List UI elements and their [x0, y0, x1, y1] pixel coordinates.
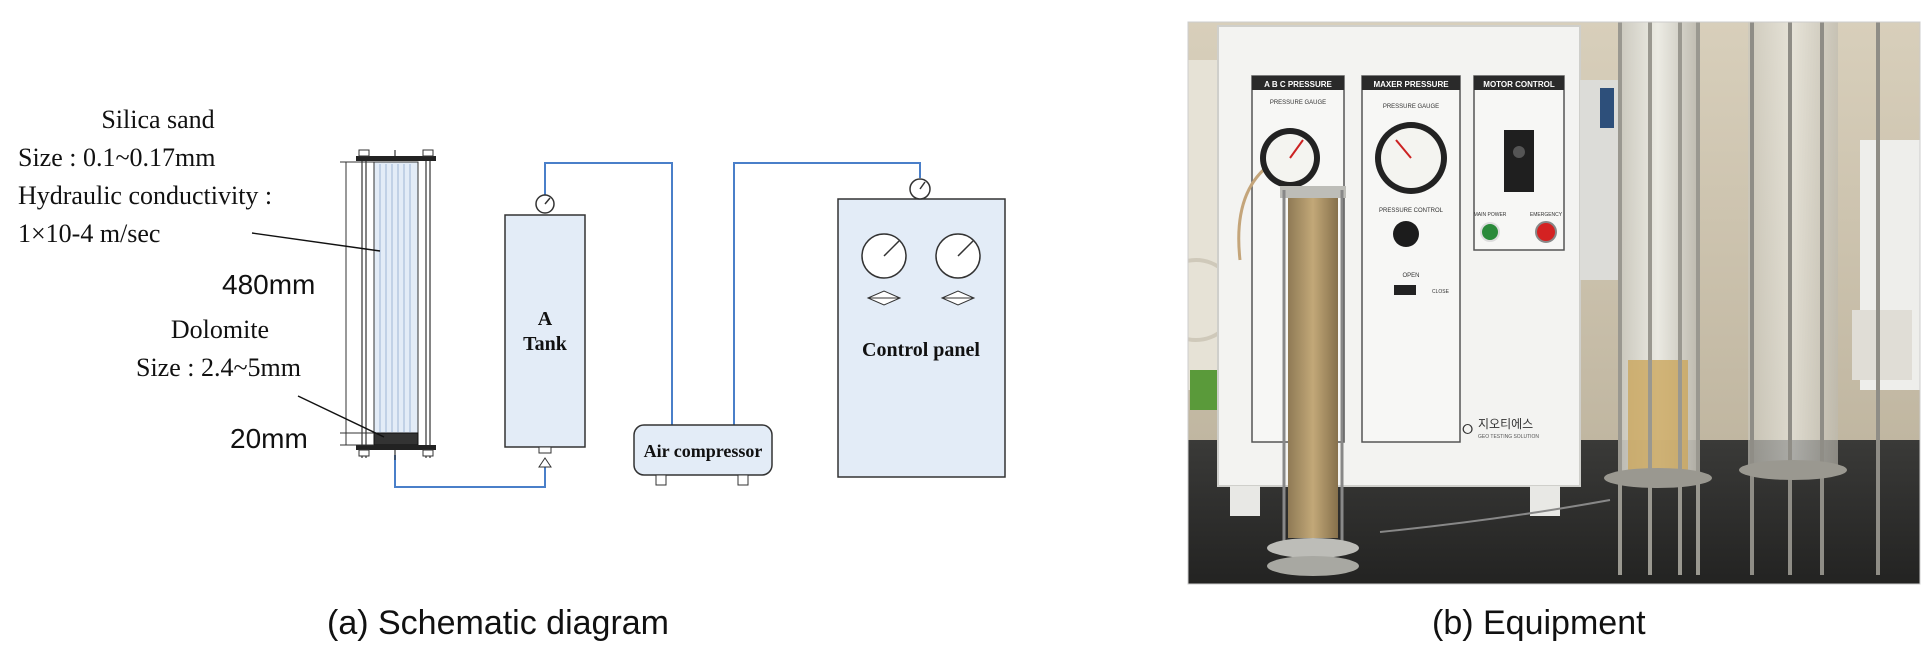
sand-column-2 — [1748, 22, 1838, 472]
pipe-tank-to-compressor — [544, 162, 673, 425]
pipe-column-to-tank — [394, 455, 546, 488]
pressure-control-knob — [1393, 221, 1419, 247]
control-panel: Control panel — [837, 178, 1006, 478]
close-caption: CLOSE — [1432, 289, 1450, 295]
dolomite-label: Dolomite — [171, 315, 269, 344]
tank-valve-icon — [538, 457, 552, 468]
silica-size-label: Size : 0.1~0.17mm — [18, 143, 216, 172]
brand-logo-icon: ⭘ — [1462, 421, 1473, 437]
panel-valve-right-icon — [940, 290, 976, 306]
main-power-lamp — [1480, 222, 1500, 242]
hydraulic-value: 1×10-4 m/sec — [18, 219, 160, 248]
height-20-label: 20mm — [230, 423, 308, 454]
soil-column — [251, 149, 436, 460]
panel-valve-left-icon — [866, 290, 902, 306]
pipe-compressor-to-panel — [733, 162, 921, 425]
air-compressor-label: Air compressor — [644, 441, 763, 461]
motor-control-title: MOTOR CONTROL — [1483, 80, 1555, 89]
brand-subtitle: GEO TESTING SOLUTION — [1478, 434, 1539, 440]
maxer-gauge-caption: PRESSURE GAUGE — [1383, 104, 1439, 110]
control-panel-label: Control panel — [862, 339, 980, 361]
abc-pressure-title: A B C PRESSURE — [1264, 80, 1332, 89]
maxer-pressure-title: MAXER PRESSURE — [1373, 80, 1449, 89]
column-bottom-plate — [356, 445, 436, 450]
foreground-soil-column — [1288, 198, 1338, 538]
caption-equipment: (b) Equipment — [1432, 604, 1646, 642]
tank-label-line1: A — [538, 308, 553, 330]
equipment-photo: A B C PRESSURE PRESSURE GAUGE MAXER PRES… — [1187, 21, 1921, 585]
caption-schematic: (a) Schematic diagram — [327, 604, 670, 642]
height-480-label: 480mm — [222, 269, 315, 300]
pressure-control-caption: PRESSURE CONTROL — [1379, 208, 1444, 214]
tank-label-line2: Tank — [523, 333, 568, 355]
dolomite-leader-line — [297, 395, 385, 438]
hydraulic-label: Hydraulic conductivity : — [18, 181, 272, 210]
column-top-plate — [356, 156, 436, 161]
air-compressor: Air compressor — [633, 424, 773, 486]
abc-gauge-caption: PRESSURE GAUGE — [1270, 100, 1326, 106]
schematic-diagram: Silica sand Size : 0.1~0.17mm Hydraulic … — [18, 105, 1006, 488]
brand-name: 지오티에스 — [1478, 417, 1533, 431]
silica-sand-label: Silica sand — [101, 105, 214, 134]
emergency-button — [1535, 221, 1557, 243]
main-power-caption: MAIN POWER — [1474, 212, 1507, 218]
silica-sand-layer — [373, 161, 419, 434]
emergency-caption: EMERGENCY — [1530, 212, 1563, 218]
motor-speed-controller — [1504, 130, 1534, 192]
silica-leader-line — [251, 232, 381, 252]
valve-lever — [1394, 285, 1416, 295]
tank: A Tank — [504, 194, 586, 468]
open-caption: OPEN — [1402, 273, 1419, 279]
dolomite-size-label: Size : 2.4~5mm — [136, 353, 301, 382]
